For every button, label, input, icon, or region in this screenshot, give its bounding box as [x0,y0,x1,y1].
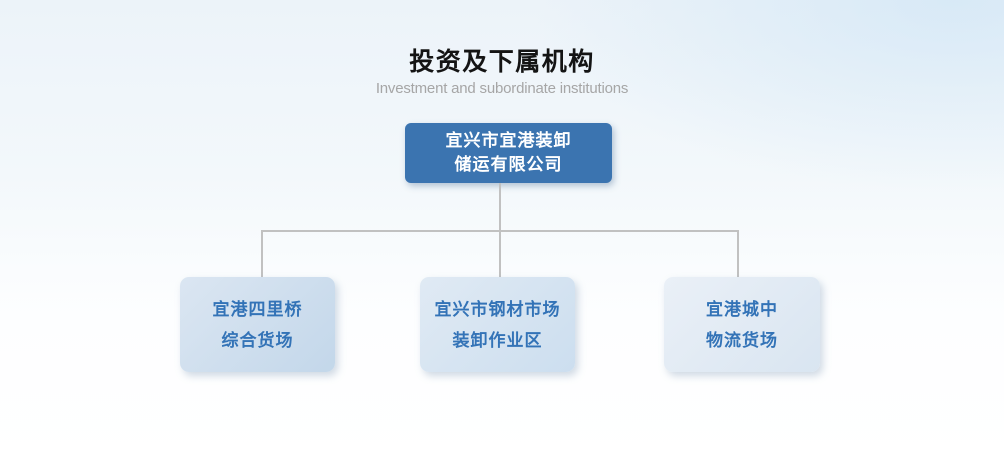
connector-child2-vertical [499,230,501,278]
org-node-child-3-label-line2: 物流货场 [706,330,778,350]
org-node-child-2: 宜兴市钢材市场 装卸作业区 [420,277,575,372]
org-node-child-2-label-line2: 装卸作业区 [452,330,543,350]
org-node-root: 宜兴市宜港装卸 储运有限公司 [405,123,612,183]
org-node-child-1: 宜港四里桥 综合货场 [180,277,335,372]
page-header: 投资及下属机构 Investment and subordinate insti… [0,48,1004,98]
org-node-child-1-label-line1: 宜港四里桥 [212,299,303,319]
page-title: 投资及下属机构 [409,48,595,76]
org-node-child-2-label-line1: 宜兴市钢材市场 [434,299,561,319]
connector-child3-vertical [737,230,739,278]
org-node-child-3: 宜港城中 物流货场 [664,277,820,372]
connector-root-vertical [499,183,501,232]
page-subtitle: Investment and subordinate institutions [375,80,629,97]
org-node-child-1-label-line2: 综合货场 [221,330,294,350]
connector-child1-vertical [261,230,263,278]
org-node-root-label-line2: 储运有限公司 [454,155,563,174]
org-node-child-3-label-line1: 宜港城中 [706,299,778,319]
org-node-root-label-line1: 宜兴市宜港装卸 [445,131,572,150]
